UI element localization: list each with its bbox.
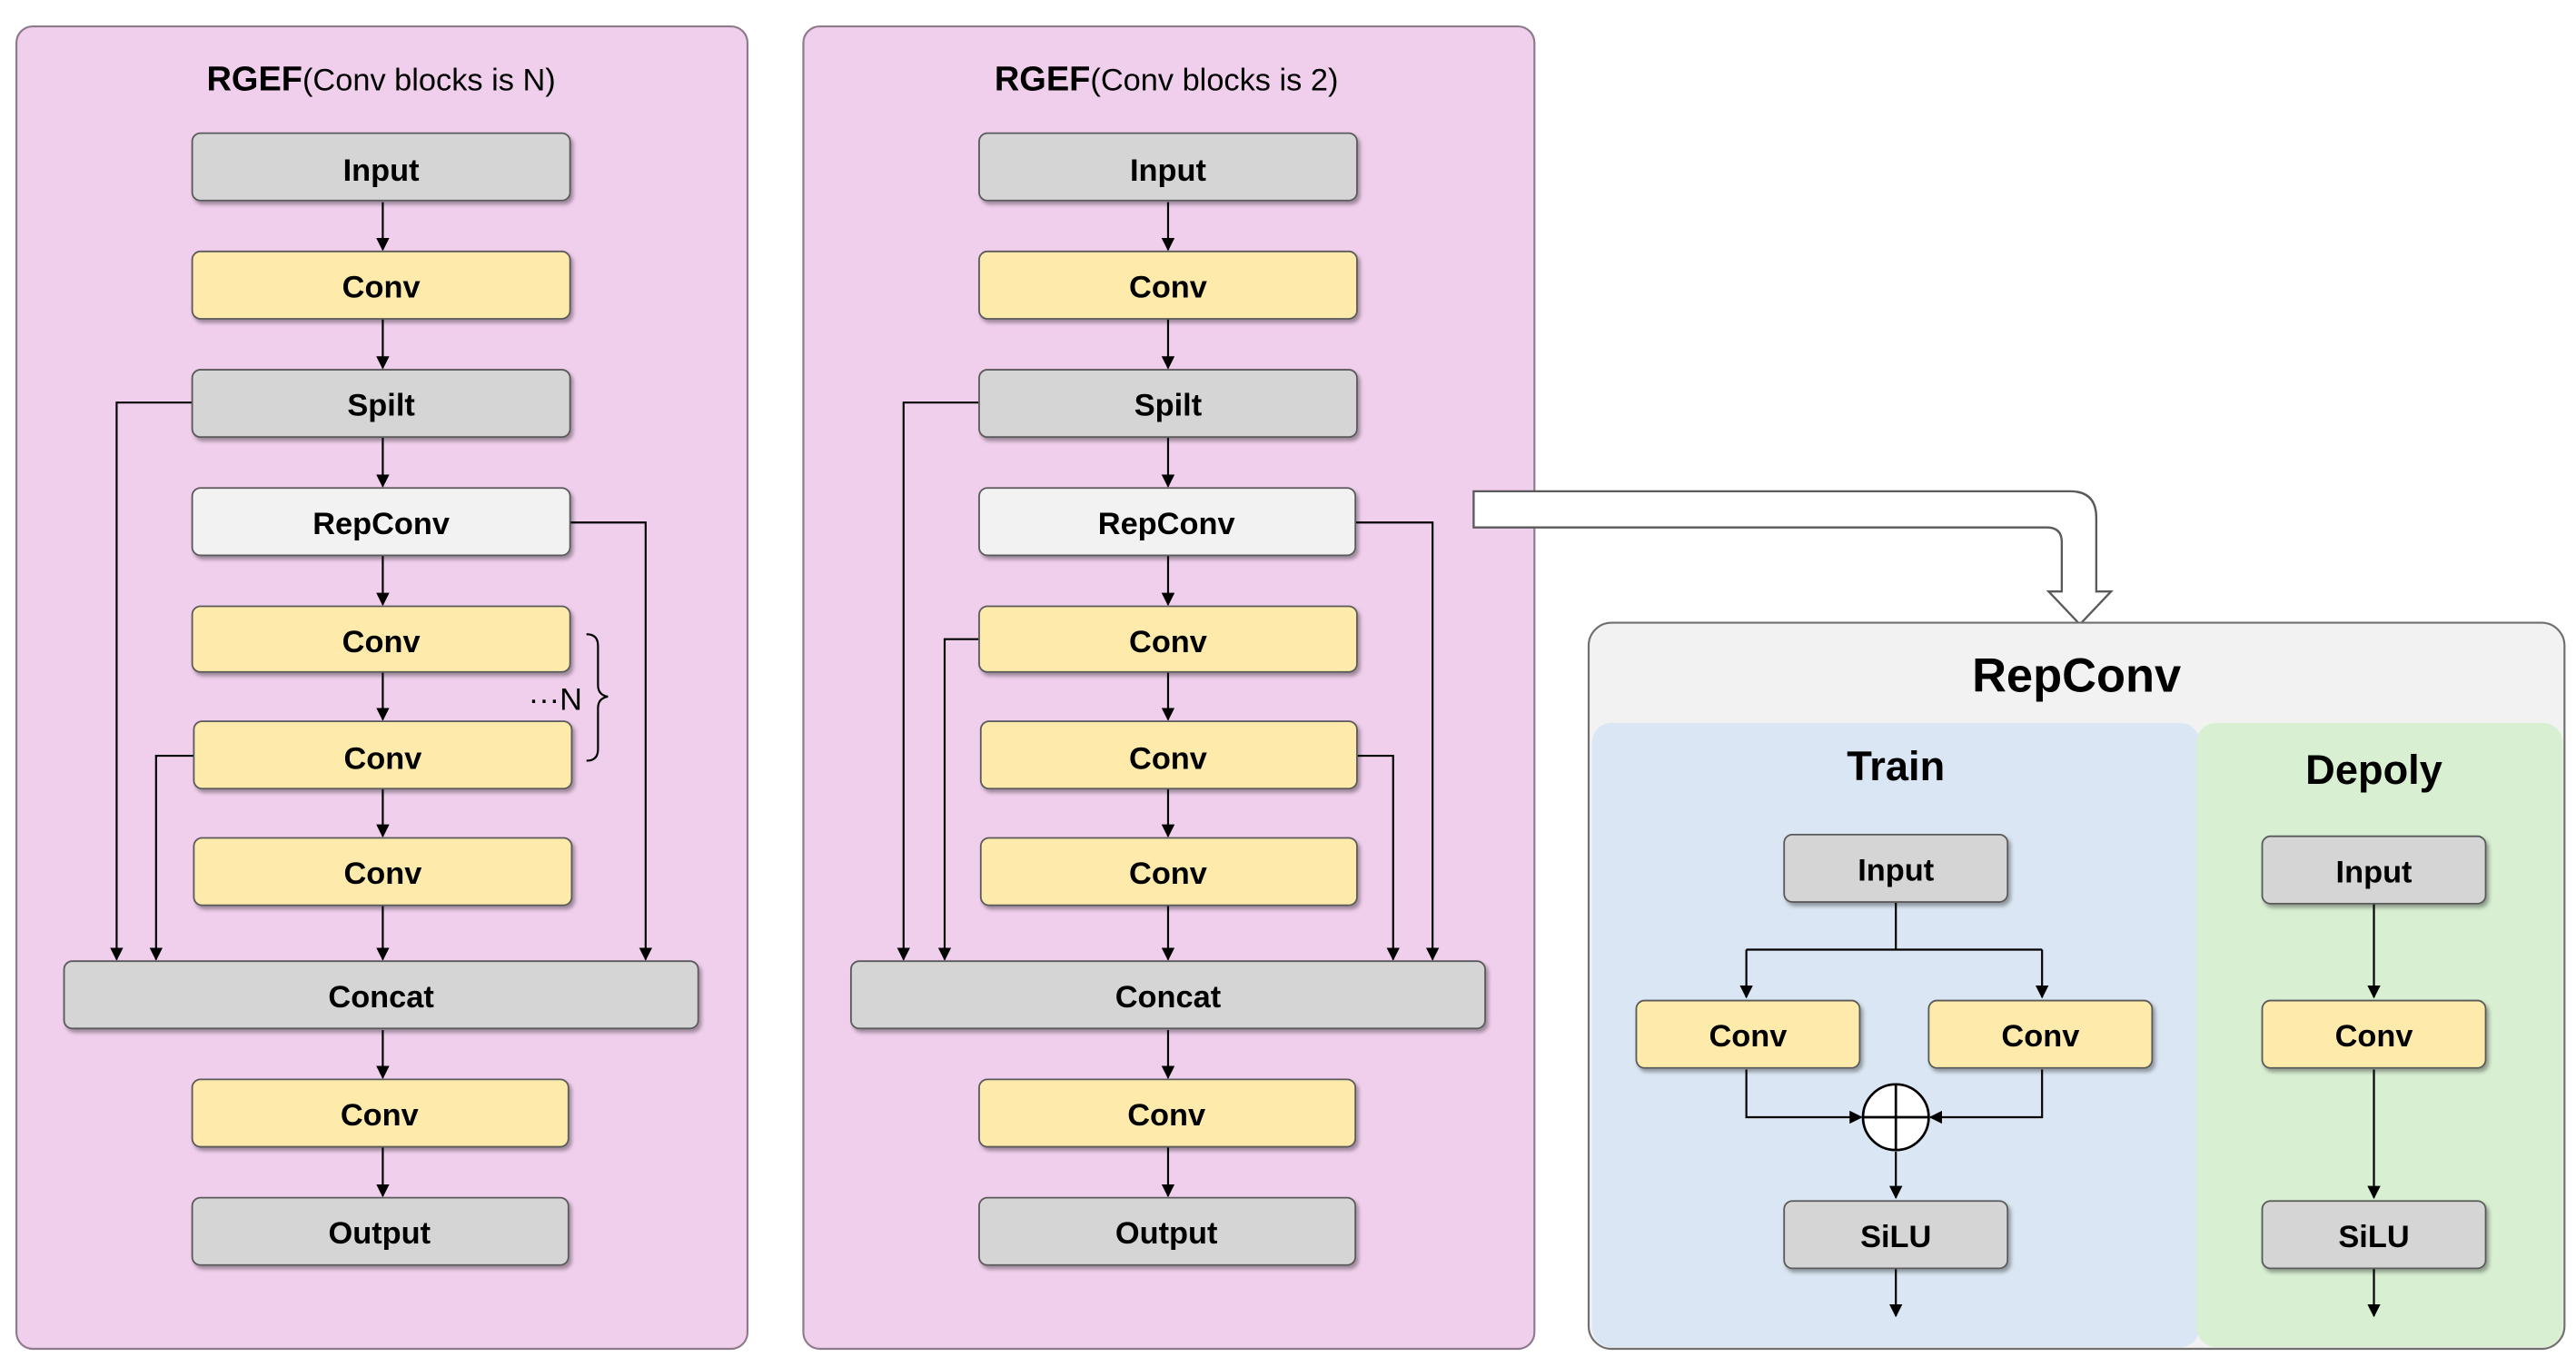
train-node-input-label: Input — [1858, 854, 1935, 888]
panel-rgef-n-title-bold: RGEF — [206, 61, 302, 99]
panel-repconv: RepConv Train Input Conv — [1587, 621, 2566, 1351]
panel-rgef-n: RGEF(Conv blocks is N) ···N Input C — [15, 25, 749, 1351]
train-node-conv-left — [1635, 999, 1861, 1069]
panel-rgef-2-title-rest: (Conv blocks is 2) — [1090, 64, 1338, 98]
node-split-label: Spilt — [1134, 389, 1203, 423]
train-node-input — [1783, 833, 2009, 903]
node-conv-label: Conv — [1129, 742, 1207, 777]
deploy-node-input — [2261, 835, 2487, 905]
node-input — [978, 132, 1358, 202]
node-conv-label: Conv — [1129, 625, 1207, 659]
panel-rgef-n-title: RGEF(Conv blocks is N) — [206, 61, 555, 99]
node-input-label: Input — [1130, 154, 1207, 188]
brace-icon — [586, 633, 609, 762]
node-conv — [978, 250, 1358, 320]
deploy-node-input-label: Input — [2336, 855, 2413, 889]
train-node-conv-right-label: Conv — [2001, 1019, 2079, 1054]
node-input — [191, 132, 571, 202]
panel-rgef-n-connectors — [110, 202, 653, 1198]
node-repconv — [191, 487, 571, 557]
node-output-label: Output — [1115, 1216, 1218, 1251]
node-concat-label: Concat — [328, 980, 434, 1015]
node-conv — [978, 1078, 1357, 1148]
train-node-conv-right — [1927, 999, 2154, 1069]
subpanel-train: Train Input Conv Conv — [1591, 722, 2200, 1348]
panel-rgef-2-title-bold: RGEF — [995, 61, 1090, 99]
node-output — [978, 1196, 1357, 1266]
node-output — [191, 1196, 570, 1266]
node-split-label: Spilt — [347, 389, 415, 423]
node-conv — [979, 720, 1358, 790]
panel-rgef-n-title-rest: (Conv blocks is N) — [302, 64, 556, 98]
panel-rgef-2-connectors — [897, 202, 1440, 1198]
node-repconv-label: RepConv — [312, 507, 450, 541]
subpanel-deploy-title: Depoly — [2305, 747, 2442, 793]
node-repconv — [978, 487, 1357, 557]
node-repconv-label: RepConv — [1098, 507, 1235, 541]
train-node-silu — [1783, 1200, 2009, 1270]
subpanel-deploy: Depoly Input Conv SiLU — [2196, 722, 2563, 1348]
node-conv — [191, 250, 571, 320]
node-conv-label: Conv — [1129, 857, 1207, 891]
node-conv — [191, 1078, 570, 1148]
subpanel-train-title: Train — [1847, 743, 1945, 789]
panel-rgef-2-title: RGEF(Conv blocks is 2) — [995, 61, 1339, 99]
train-node-silu-label: SiLU — [1860, 1220, 1931, 1254]
train-node-conv-left-label: Conv — [1709, 1019, 1787, 1054]
node-conv — [979, 837, 1358, 906]
node-conv-label: Conv — [341, 1098, 419, 1133]
node-conv-label: Conv — [343, 742, 421, 777]
node-conv-label: Conv — [343, 857, 421, 891]
panel-rgef-2: RGEF(Conv blocks is 2) Input Conv — [802, 25, 1536, 1351]
node-conv — [193, 837, 573, 906]
node-input-label: Input — [343, 154, 421, 188]
node-conv — [193, 720, 573, 790]
add-circle-icon — [1861, 1083, 1930, 1152]
train-connectors — [1739, 902, 2049, 1318]
node-concat — [849, 960, 1486, 1030]
node-conv-label: Conv — [1127, 1098, 1205, 1133]
node-split — [191, 369, 571, 439]
node-output-label: Output — [329, 1216, 431, 1251]
node-conv — [978, 605, 1358, 673]
subpanel-train-background — [1591, 722, 2200, 1348]
deploy-node-silu — [2261, 1200, 2487, 1270]
node-conv — [191, 605, 571, 673]
node-concat-label: Concat — [1115, 980, 1222, 1015]
panel-repconv-title: RepConv — [1972, 650, 2181, 703]
node-conv-label: Conv — [342, 625, 421, 659]
deploy-node-silu-label: SiLU — [2338, 1220, 2409, 1254]
brace-n-label: ···N — [529, 682, 582, 717]
deploy-node-conv-label: Conv — [2335, 1019, 2413, 1054]
node-concat — [63, 960, 699, 1030]
node-conv-label: Conv — [342, 270, 421, 304]
node-conv-label: Conv — [1129, 270, 1207, 304]
expand-arrow-icon — [1472, 490, 2114, 627]
deploy-node-conv — [2261, 999, 2487, 1069]
node-split — [978, 369, 1358, 439]
